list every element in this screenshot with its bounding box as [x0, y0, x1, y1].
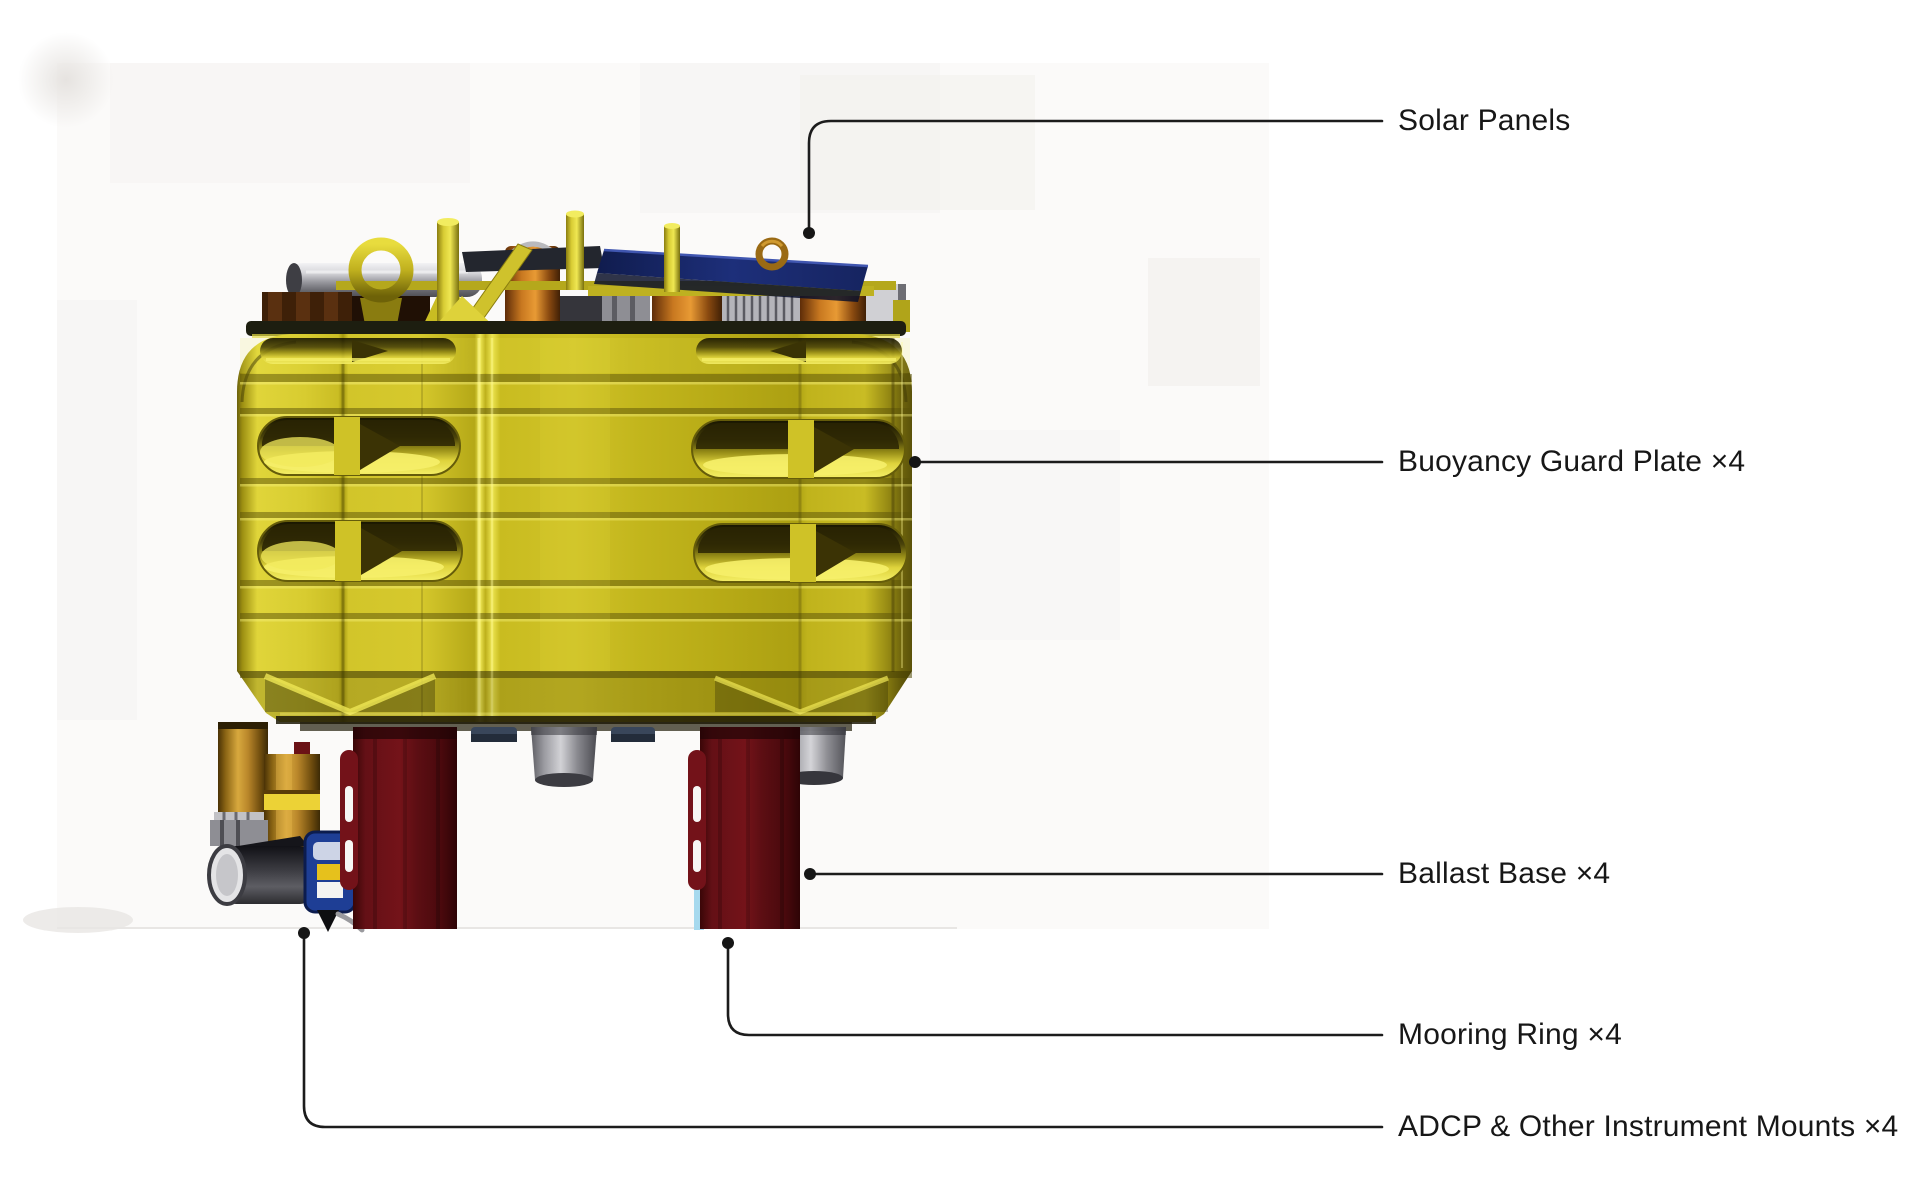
- guard-plate-louver-top-left: [260, 338, 456, 364]
- hull: [237, 334, 912, 724]
- lifting-ring-right: [755, 237, 789, 271]
- stub-cylinder-middle: [531, 727, 597, 787]
- guard-plate-louver-top-right: [696, 338, 902, 364]
- leader-dot-adcp-mounts: [298, 927, 310, 939]
- leader-dot-solar-panels: [803, 227, 815, 239]
- adcp-assembly: [207, 722, 365, 933]
- under-hull: [207, 722, 852, 933]
- leader-line-solar-panels: [807, 119, 1384, 235]
- guard-plate-louver-row2-left: [257, 520, 463, 582]
- ballast-leg-right: [688, 727, 800, 929]
- guard-plate-louver-row1-right: [691, 419, 906, 479]
- leader-line-mooring-ring: [726, 941, 1384, 1037]
- leader-line-adcp-mounts: [302, 931, 1384, 1129]
- leader-dot-buoyancy-guard-plate: [909, 456, 921, 468]
- callout-label-buoyancy-guard-plate: Buoyancy Guard Plate ×4: [1398, 445, 1746, 478]
- leader-dot-ballast-base: [804, 868, 816, 880]
- callout-label-ballast-base: Ballast Base ×4: [1398, 857, 1611, 890]
- callout-label-mooring-ring: Mooring Ring ×4: [1398, 1018, 1622, 1051]
- hull-grooves: [240, 374, 912, 678]
- ballast-leg-left: [340, 727, 457, 929]
- hull-seams: [341, 338, 903, 718]
- mooring-bracket-left: [340, 750, 358, 890]
- instrument-sliver: [694, 880, 704, 930]
- hull-top-rim: [246, 321, 906, 336]
- leader-layer: [298, 119, 1384, 1129]
- callout-label-solar-panels: Solar Panels: [1398, 104, 1571, 137]
- guard-plate-louver-row2-right: [693, 523, 908, 583]
- hull-bottom-chamfer: [237, 671, 912, 724]
- mount-tab-left-shadow: [471, 734, 517, 742]
- brass-housing-tall: [214, 722, 270, 827]
- leader-dot-mooring-ring: [722, 937, 734, 949]
- mooring-bracket-right: [688, 750, 706, 890]
- instrument-cylinder-horizontal: [207, 820, 312, 906]
- guard-plate-louver-row1-left: [257, 416, 461, 476]
- callout-label-adcp-mounts: ADCP & Other Instrument Mounts ×4: [1398, 1110, 1899, 1143]
- mount-tab-right-shadow: [611, 734, 655, 742]
